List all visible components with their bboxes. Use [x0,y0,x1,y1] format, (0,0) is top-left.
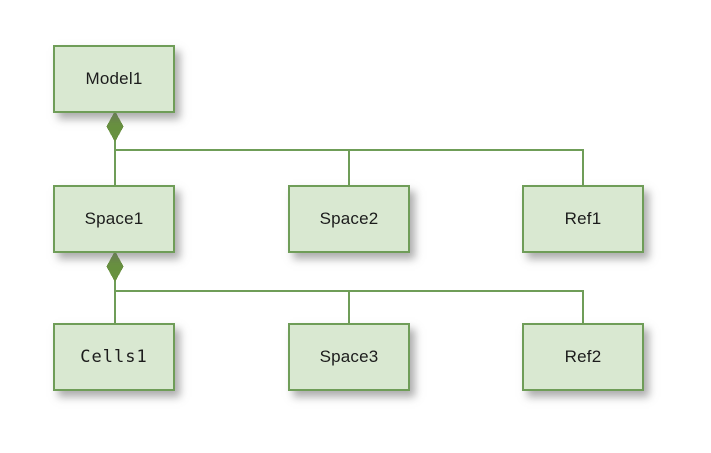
node-cells1: Cells1 [53,323,175,391]
node-space3-label: Space3 [319,347,379,366]
node-ref1-label: Ref1 [564,209,602,228]
node-model1-label: Model1 [85,69,143,88]
node-ref2: Ref2 [522,323,644,391]
node-space1: Space1 [53,185,175,253]
node-cells1-label: Cells1 [80,347,148,367]
node-space3: Space3 [288,323,410,391]
node-space1-label: Space1 [84,209,144,228]
node-space2: Space2 [288,185,410,253]
node-ref2-label: Ref2 [564,347,602,366]
composition-diamond-model1 [106,110,124,143]
node-ref1: Ref1 [522,185,644,253]
composition-diamond-space1 [106,250,124,283]
node-model1: Model1 [53,45,175,113]
node-space2-label: Space2 [319,209,379,228]
